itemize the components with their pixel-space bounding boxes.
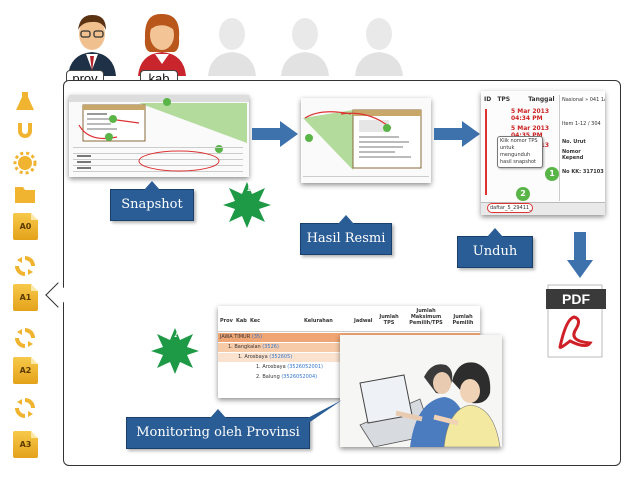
pdf-icon: PDF bbox=[546, 283, 606, 359]
badge-7a-label: 7A bbox=[166, 326, 184, 341]
badge-7a: 7A bbox=[150, 326, 200, 376]
hasil-resmi-callout: Hasil Resmi bbox=[300, 215, 392, 255]
row-kel-1-code: (3526052001) bbox=[287, 364, 323, 370]
snapshot-screenshot bbox=[69, 95, 249, 177]
doc-a2: A2 bbox=[13, 357, 38, 384]
callout-pointer bbox=[300, 400, 342, 422]
unduh-screenshot: ID TPS Tanggal 5 Mar 2013 04:34 PM 5 Mar… bbox=[481, 91, 605, 215]
th-jadwal: Jadwal bbox=[354, 318, 373, 324]
reload-icon bbox=[18, 123, 32, 138]
badge-7b-label: 7B bbox=[238, 180, 256, 195]
doc-a1: A1 bbox=[13, 284, 38, 311]
th-jumlah-tps: Jumlah TPS bbox=[379, 314, 399, 326]
folder-icon bbox=[15, 187, 35, 203]
row-prov: JAWA TIMUR bbox=[220, 334, 251, 340]
badge-7b: 7B bbox=[222, 180, 272, 230]
people-at-computer-illustration bbox=[340, 335, 502, 447]
item-count: Item 1-12 / 304 bbox=[562, 121, 601, 127]
th-jumlah-pemilih: Jumlah Pemilih bbox=[452, 314, 474, 326]
downloaded-file[interactable]: daftar_5_29411_04.pdf bbox=[487, 203, 533, 213]
date-2: 5 Mar 2013 04:35 PM bbox=[511, 125, 550, 139]
row-kel-2-code: (3526052004) bbox=[281, 374, 318, 380]
th-maks-pemilih: Jumlah Maksimum Pemilih/TPS bbox=[409, 308, 443, 326]
row-kab-code: (3526) bbox=[262, 344, 279, 350]
arrow-right-icon bbox=[434, 121, 480, 147]
kk-number: No KK: 317103 bbox=[562, 169, 604, 175]
inactive-avatar-icon bbox=[202, 8, 262, 76]
inactive-avatar-icon bbox=[275, 8, 335, 76]
th-kab: Kab bbox=[236, 318, 247, 324]
marker-1: 1 bbox=[545, 167, 559, 181]
row-kab: 1. Bangkalan bbox=[228, 344, 261, 350]
flask-icon bbox=[16, 92, 34, 110]
th-kec: Kec bbox=[250, 318, 261, 324]
snapshot-callout: Snapshot bbox=[110, 181, 194, 221]
pdf-label: PDF bbox=[562, 291, 590, 307]
row-kec: 1. Arosbaya bbox=[238, 354, 268, 360]
no-urut-header: No. Urut bbox=[562, 139, 586, 145]
unduh-callout: Unduh bbox=[457, 228, 533, 268]
cycle-icon bbox=[15, 256, 35, 276]
gear-icon bbox=[13, 151, 37, 175]
arrow-down-icon bbox=[567, 232, 593, 278]
marker-2: 2 bbox=[516, 187, 530, 201]
breadcrumb: Nasional » 041 1A bbox=[562, 97, 605, 103]
col-tps: TPS bbox=[497, 96, 511, 103]
arrow-right-icon bbox=[252, 121, 298, 147]
doc-a0: A0 bbox=[13, 213, 38, 240]
doc-a3: A3 bbox=[13, 431, 38, 458]
row-kel-2: 2. Balung bbox=[256, 374, 280, 380]
date-1: 5 Mar 2013 04:34 PM bbox=[511, 108, 550, 122]
th-kelurahan: Kelurahan bbox=[304, 318, 333, 324]
row-kec-code: (352605) bbox=[269, 354, 293, 360]
cycle-icon bbox=[15, 398, 35, 418]
hasil-resmi-screenshot bbox=[301, 98, 431, 183]
col-tanggal: Tanggal bbox=[528, 96, 555, 103]
nomor-kepend-header: Nomor Kepend bbox=[562, 149, 584, 161]
download-hint: Klik nomor TPS untuk mengunduh hasil sna… bbox=[497, 136, 543, 168]
monitoring-callout: Monitoring oleh Provinsi bbox=[126, 409, 310, 449]
row-prov-code: (35) bbox=[251, 334, 263, 340]
col-id: ID bbox=[484, 96, 492, 103]
prov-avatar bbox=[62, 8, 122, 76]
inactive-avatar-icon bbox=[349, 8, 409, 76]
kab-avatar bbox=[132, 8, 192, 76]
cycle-icon bbox=[15, 328, 35, 348]
row-kel-1: 1. Arosbaya bbox=[256, 364, 286, 370]
th-prov: Prov bbox=[220, 318, 233, 324]
